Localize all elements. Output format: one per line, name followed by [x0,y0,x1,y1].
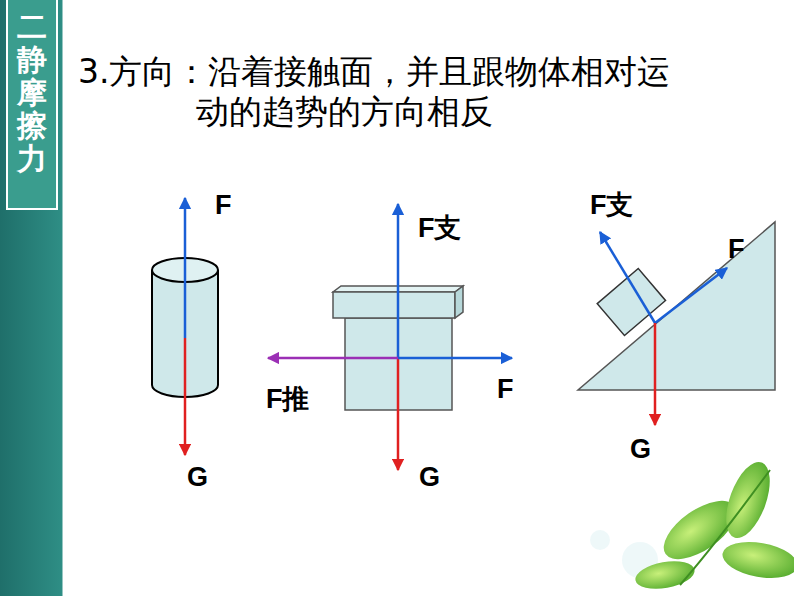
gravity-arrow [184,338,187,455]
force-label: F推 [266,381,310,417]
strip-edge [63,0,66,596]
force-label: F支 [590,187,634,223]
gravity-arrow [397,358,400,470]
section-heading: 二静摩擦力 [17,0,47,175]
incline [578,222,775,390]
force-label: G [630,434,651,465]
slide-title: 3.方向：沿着接触面，并且跟物体相对运动的趋势的方向相反 [78,52,688,132]
friction-arrow [398,357,512,360]
support-arrow [600,232,655,323]
push-arrow [268,357,398,360]
force-label: G [419,462,440,493]
friction-arrow [655,268,727,323]
force-label: G [187,462,208,493]
leaf-decoration [590,456,794,593]
support-arrow [397,204,400,358]
gravity-arrow [654,323,657,425]
section-band: 二静摩擦力 [6,0,58,210]
side-strip [0,0,64,596]
force-label: F [728,234,745,265]
force-label: F [215,190,232,221]
force-label: F支 [418,210,462,246]
force-arrow [184,198,187,338]
force-label: F [497,374,514,405]
